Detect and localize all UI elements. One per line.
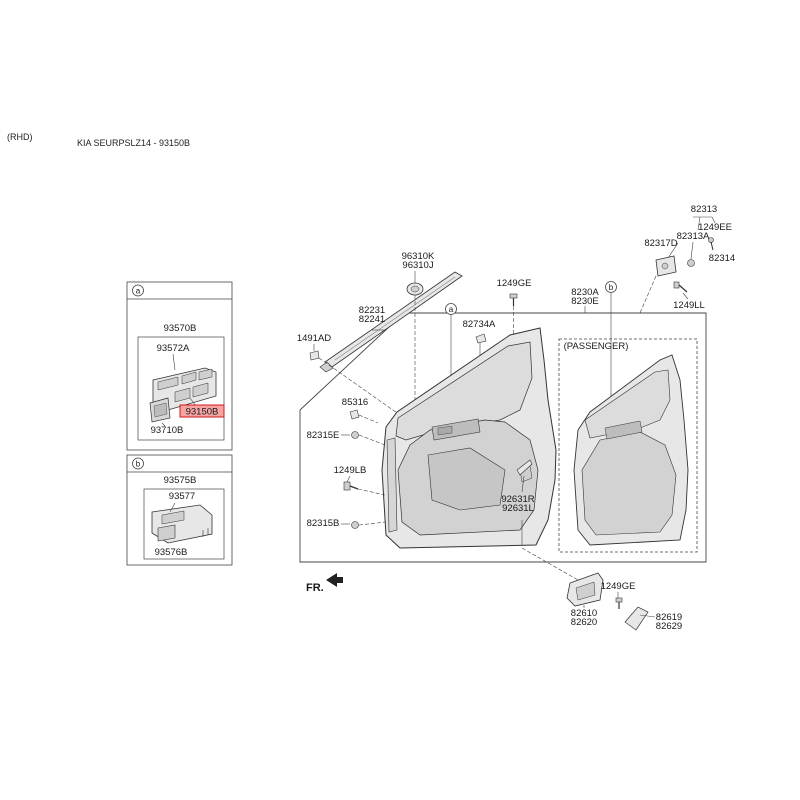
front-arrow-icon: [326, 573, 343, 587]
passenger-label: (PASSENGER): [564, 341, 629, 352]
part-label-93150B[interactable]: 93150B: [186, 407, 219, 418]
detail-panel-a: a 93570B 93572A 93150B 93710B: [126, 281, 233, 451]
front-label: FR.: [306, 582, 324, 594]
highlight-93150B[interactable]: [179, 404, 225, 418]
clip-82315B: [351, 521, 359, 529]
callout-a-letter: a: [449, 305, 454, 314]
reflector-92631R: [516, 459, 533, 476]
clip-85316: [349, 409, 360, 420]
part-label-96310K: 96310K: [402, 251, 435, 262]
part-label-1249GE-bottom: 1249GE: [601, 581, 636, 592]
part-label-82629: 82629: [656, 621, 682, 632]
part-label-82315B: 82315B: [307, 518, 340, 529]
part-label-85316: 85316: [342, 397, 368, 408]
panel-a-marker: [132, 284, 144, 297]
diagram-title: KIA SEURPSLZ14 - 93150B: [77, 138, 191, 148]
detail-panel-b: b 93575B 93577 93576B: [126, 454, 233, 566]
belt-weatherstrip: [319, 271, 463, 373]
screw-1249GE-top: [509, 293, 518, 306]
part-label-1249LL: 1249LL: [673, 300, 705, 311]
part-label-93710B: 93710B: [151, 425, 184, 436]
screw-1249LB: [343, 481, 359, 491]
passenger-door-trim-panel: [573, 354, 689, 546]
main-assembly: 82231 82241 96310K 96310J 1249GE 8230A 8…: [297, 204, 735, 632]
panel-a-letter: a: [136, 287, 141, 296]
nut-82313A: [687, 259, 695, 267]
clip-82315E: [351, 431, 359, 439]
panel-b-frame: [126, 454, 233, 566]
part-label-82313: 82313: [691, 204, 717, 215]
part-label-1249EE: 1249EE: [698, 222, 732, 233]
part-label-1491AD: 1491AD: [297, 333, 331, 344]
part-label-1249LB: 1249LB: [334, 465, 367, 476]
screw-1249LL: [673, 281, 688, 293]
part-label-82734A: 82734A: [463, 319, 496, 330]
clip-1491AD: [309, 350, 320, 361]
clip-82734A: [475, 333, 487, 344]
part-label-82619: 82619: [656, 612, 682, 623]
window-switch-module: [149, 367, 217, 423]
callout-b-marker: [605, 281, 617, 293]
part-label-96310J: 96310J: [402, 260, 433, 271]
front-direction-indicator: FR.: [306, 573, 343, 594]
part-label-92631L: 92631L: [502, 503, 534, 514]
part-label-82317D: 82317D: [644, 238, 677, 249]
part-label-93577: 93577: [169, 491, 195, 502]
part-label-82314: 82314: [709, 253, 735, 264]
inside-handle-82610: [566, 572, 604, 607]
part-label-93576B: 93576B: [155, 547, 188, 558]
part-label-8230E: 8230E: [571, 296, 598, 307]
part-label-82620: 82620: [571, 617, 597, 628]
part-label-82313A: 82313A: [677, 231, 710, 242]
passenger-detail-frame: [558, 338, 698, 553]
part-label-8230A: 8230A: [571, 287, 599, 298]
region-label: (RHD): [7, 132, 33, 142]
passenger-switch-module: [151, 504, 213, 544]
door-bracket-82317D: [655, 255, 677, 277]
callout-b-letter: b: [609, 283, 614, 292]
callout-a-marker: [445, 303, 457, 315]
part-label-93570B: 93570B: [164, 323, 197, 334]
screw-1249GE-bottom: [615, 597, 623, 609]
speaker-tweeter: [406, 282, 424, 296]
panel-b-marker: [132, 457, 144, 470]
part-label-92631R: 92631R: [501, 494, 534, 505]
panel-b-letter: b: [136, 460, 141, 469]
part-label-93572A: 93572A: [157, 343, 190, 354]
part-label-82231: 82231: [359, 305, 385, 316]
part-label-82610: 82610: [571, 608, 597, 619]
part-label-82241: 82241: [359, 314, 385, 325]
door-trim-panel: [381, 327, 557, 549]
part-label-82315E: 82315E: [307, 430, 340, 441]
handle-cover-82619: [624, 606, 649, 631]
part-label-1249GE-top: 1249GE: [497, 278, 532, 289]
part-label-93575B: 93575B: [164, 475, 197, 486]
screw-82314: [708, 237, 714, 251]
panel-a-frame: [126, 281, 233, 451]
